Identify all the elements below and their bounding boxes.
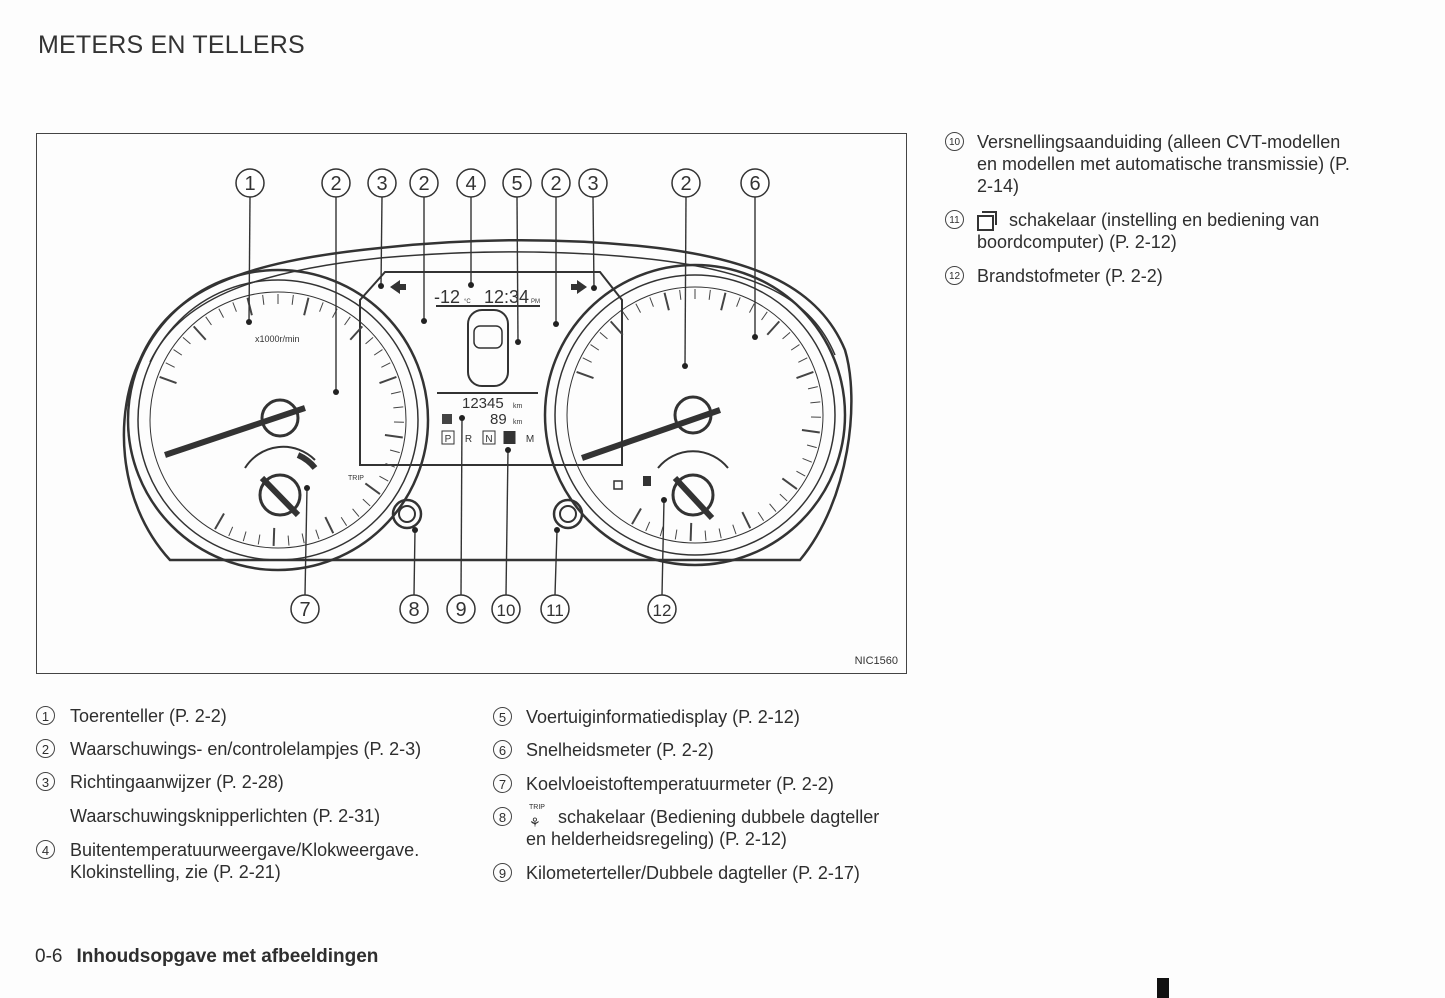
display-switch-icon [613,480,623,490]
cluster-housing [122,238,853,562]
display-switch-icon [977,211,997,231]
gear-N: N [485,434,492,445]
section-title: Inhoudsopgave met afbeeldingen [76,946,379,967]
callout-circle [578,168,608,198]
legend-item-11: 11 schakelaar (instelling en bediening v… [945,209,1365,253]
turn-right-arrow-icon [571,280,587,294]
trip-knob[interactable] [391,498,423,530]
callout-circle [290,594,320,624]
page-title: METERS EN TELLERS [38,31,305,59]
legend-item-3b: Waarschuwingsknipperlichten (P. 2-31) [70,806,381,826]
callout-number: 10 [497,601,516,620]
callout-number: 2 [418,173,429,195]
callout-number: 2 [550,173,561,195]
callout-number: 5 [511,173,522,195]
callout-circle [456,168,486,198]
callout-number: 1 [244,173,255,195]
trip-indicator [442,414,452,424]
callout-number: 2 [330,173,341,195]
legend-item-8: 8 TRIP ⚘ schakelaar (Bediening dubbele d… [493,804,893,850]
callout-circle [647,594,677,624]
outside-temperature: -12 [434,287,460,307]
gear-R: R [465,434,472,445]
instrument-cluster-diagram: NIC1560 [36,133,907,674]
svg-text:km: km [513,403,523,410]
legend-item-10: 10 Versnellingsaanduiding (alleen CVT-mo… [945,131,1365,197]
callout-circle [541,168,571,198]
gear-D: D [506,434,513,445]
callout-number: 3 [587,173,598,195]
callout-number: 8 [408,599,419,621]
callout-circle [502,168,532,198]
callout-circle [367,168,397,198]
thumb-index-mark [1157,978,1169,998]
clock: 12:34 [484,287,529,307]
callout-number: 2 [680,173,691,195]
callout-number: 6 [749,173,760,195]
gear-P: P [445,434,452,445]
trip-label: TRIP [348,475,364,482]
svg-text:km: km [513,419,523,426]
callout-circle [409,168,439,198]
callout-circle [540,594,570,624]
clock-suffix: PM [531,299,540,305]
speedometer [543,263,847,567]
callout-circle [740,168,770,198]
center-display-frame [359,271,623,466]
display-knob[interactable] [552,498,584,530]
odometer-value: 12345 [462,395,504,412]
callout-circle [321,168,351,198]
turn-left-arrow-icon [390,280,406,294]
callout-number: 9 [455,599,466,621]
callout-number: 7 [299,599,310,621]
callout-circle [399,594,429,624]
callout-number: 12 [653,601,672,620]
trip-value: 89 [490,411,507,428]
page-footer: 0-6 Inhoudsopgave met afbeeldingen [35,946,378,968]
figure-id: NIC1560 [854,655,898,667]
temperature-unit: °C [464,299,471,305]
trip-icon: TRIP [529,804,545,811]
car-top-view-icon [467,309,509,387]
callout-circle [235,168,265,198]
page-number: 0-6 [35,946,63,967]
fuel-pump-icon [643,476,651,486]
callout-number: 11 [546,601,564,620]
gear-M: M [526,434,534,445]
callout-number: 4 [465,173,476,195]
tachometer-unit-label: x1000r/min [255,334,300,344]
callout-number: 3 [376,173,387,195]
tachometer: x1000r/min TRIP [126,268,430,572]
legend-item-12: 12 Brandstofmeter (P. 2-2) [945,265,1365,287]
callout-circle [491,594,521,624]
callout-circle [671,168,701,198]
callout-circle [446,594,476,624]
